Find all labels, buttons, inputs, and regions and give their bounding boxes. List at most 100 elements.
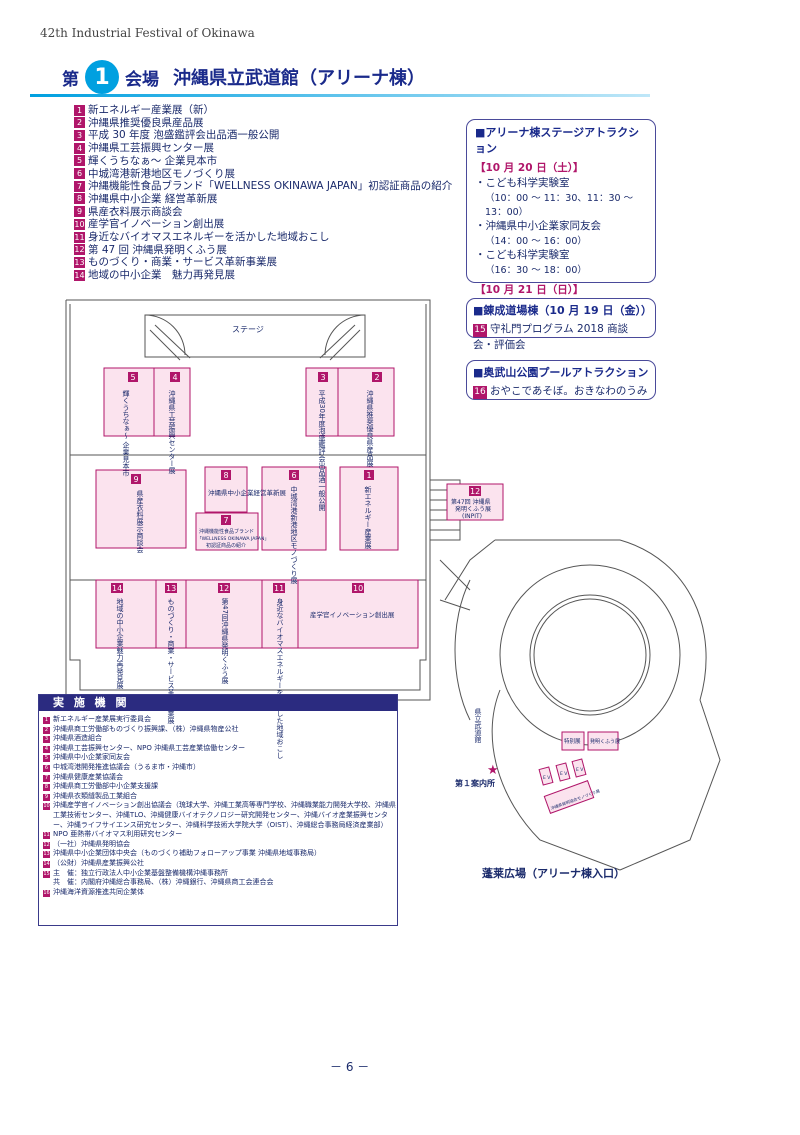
booth-5-label: 輝くうちなぁ～ 企業見本市: [122, 389, 130, 477]
exhibition-number: 14: [74, 269, 85, 281]
organizers-title: 実 施 機 関: [39, 695, 397, 711]
exhibition-label: 新エネルギー産業展（新）: [88, 104, 214, 116]
booth-1-label: 新エネルギー産業展: [364, 485, 372, 550]
exhibition-number: 11: [74, 231, 85, 243]
exhibition-label: 沖縄県工芸振興センター展: [88, 142, 214, 155]
organizer-text: 沖縄県商工労働部中小企業支援課: [53, 782, 158, 791]
stage-attraction-box: ■アリーナ棟ステージアトラクション 【10 月 20 日（土）】 ・こども科学実…: [466, 119, 656, 326]
organizer-text: 沖縄海洋資源推進共同企業体: [53, 887, 144, 896]
organizer-text: 沖縄県衣類縫製品工業組合: [53, 791, 137, 800]
stage-item-time: （10：00 ～ 11：30、11：30 ～ 13：00）: [485, 193, 634, 218]
organizer-text: 沖縄産学官イノベーション創出協議会（琉球大学、沖縄工業高等専門学校、沖縄職業能力…: [53, 801, 396, 829]
info-star-icon: ★: [487, 763, 499, 778]
exhibition-number: 9: [74, 206, 85, 218]
ev-label-3: E V: [576, 767, 584, 773]
exhibition-label: 中城湾港新港地区モノづくり展: [88, 167, 235, 180]
organizer-text: （一社）沖縄県発明協会: [53, 839, 130, 848]
organizer-text: NPO 亜熱帯バイオマス利用研究センター: [53, 830, 183, 839]
exhibition-label: 沖縄機能性食品ブランド「WELLNESS OKINAWA JAPAN」初認証商品…: [88, 180, 453, 193]
booth-9: [95, 469, 187, 549]
exhibition-label: 沖縄県中小企業 経営革新展: [88, 192, 218, 205]
booth-3-label: 平成30年度泡盛鑑評会出品酒一般公開: [318, 390, 326, 512]
stage-date-1: 【10 月 20 日（土）】: [475, 162, 584, 174]
booth-6-label: 中城湾港新港地区モノづくり展: [290, 485, 298, 585]
booth-14-label: 地域の中小企業魅力再発見展: [116, 597, 124, 690]
stage-box-title: ■アリーナ棟ステージアトラクション: [475, 126, 640, 155]
organizer-number: 7: [43, 774, 50, 782]
booth-10: [297, 579, 419, 649]
booth-2-label: 沖縄県推奨優良県産品展: [366, 389, 374, 468]
exhibition-number: 4: [74, 142, 85, 154]
organizer-text: 沖縄県商工労働部ものづくり振興課、（株）沖縄県物産公社: [53, 724, 239, 733]
stage-area: [144, 314, 366, 358]
booth-13-number: 13: [166, 584, 176, 593]
exhibition-number: 6: [74, 168, 85, 180]
ev-label-1: E V: [543, 775, 551, 781]
booth-6: [261, 466, 327, 551]
road-label: 県立武道館: [474, 708, 482, 744]
header-divider: [30, 94, 650, 97]
booth-8: [204, 466, 248, 513]
booth-12: [185, 579, 263, 649]
organizer-text: 新エネルギー産業展実行委員会: [53, 715, 151, 723]
booth-2-number: 2: [375, 373, 380, 382]
booth-10-number: 10: [353, 584, 363, 593]
exhibition-number: 10: [74, 218, 85, 230]
booth-11: [261, 579, 299, 649]
exhibition-label: 輝くうちなぁ～ 企業見本市: [88, 154, 218, 167]
booth-10-label: 産学官イノベーション創出展: [310, 610, 395, 619]
booth-1: [339, 466, 399, 551]
inpit-label-3: (INPIT): [462, 513, 482, 520]
venue-name: 沖縄県立武道館（アリーナ棟）: [173, 68, 425, 89]
organizer-text: 主 催：独立行政法人中小企業基盤整備機構沖縄事務所: [53, 868, 228, 877]
stage-item-time: （16：30 ～ 18：00）: [485, 265, 587, 276]
ev-3: [571, 758, 587, 778]
booth-1-number: 1: [367, 471, 372, 480]
ev-2: [555, 762, 571, 782]
organizer-number: 10: [43, 803, 50, 811]
plaza-label: 蓬莱広場（アリーナ棟入口）: [482, 867, 625, 880]
pool-box-title: ■奥武山公園プールアトラクション: [473, 366, 649, 379]
booth-14-number: 14: [112, 584, 122, 593]
stage-item-name: ・こども科学実験室: [475, 249, 570, 261]
organizer-number: 14: [43, 860, 50, 868]
organizer-row: 12（一社）沖縄県発明協会: [43, 840, 397, 850]
booth-8-label: 沖縄県中小企業経営革新展: [208, 488, 287, 497]
stage-date-2: 【10 月 21 日（日）】: [475, 284, 584, 296]
pool-item-number: 16: [473, 386, 487, 399]
booth-5: [103, 367, 155, 437]
booth-12-label: 第47回沖縄県発明くふう展: [221, 597, 229, 685]
booth-4: [153, 367, 191, 437]
booth-9-label: 県産衣料展示商談会: [136, 490, 144, 554]
exhibition-label: 産学官イノベーション創出展: [88, 218, 225, 231]
stadium-ring: [499, 564, 681, 746]
booth-7-label-1: 沖縄機能性食品ブランド: [199, 528, 254, 535]
exhibition-number: 1: [74, 104, 85, 116]
exhibition-label: 身近なバイオマスエネルギーを活かした地域おこし: [88, 231, 330, 244]
organizer-number: 1: [43, 717, 50, 724]
exhibition-number: 8: [74, 193, 85, 205]
rensei-item-label: 守礼門プログラム 2018 商談会・評価会: [473, 323, 629, 351]
booth-5-number: 5: [131, 373, 136, 382]
invention-booth-label: 発明くふう展: [590, 738, 620, 745]
festival-title: 42th Industrial Festival of Okinawa: [40, 26, 255, 40]
stage-item-name: ・沖縄県中小企業家同友会: [475, 220, 601, 232]
booth-12-number: 12: [219, 584, 229, 593]
organizer-number: 13: [43, 851, 50, 859]
organizer-row: 14（公財）沖縄県産業振興公社: [43, 859, 397, 869]
